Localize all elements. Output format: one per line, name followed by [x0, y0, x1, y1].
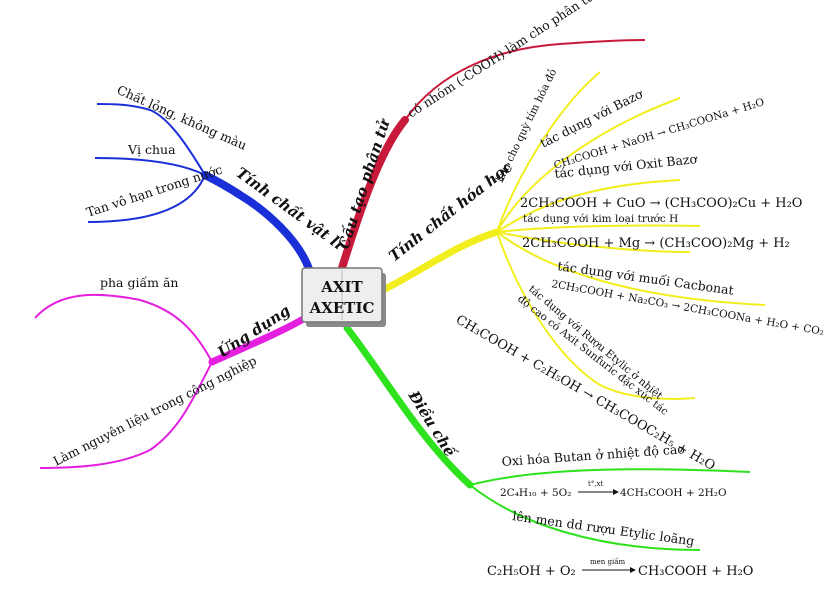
- branch-ung-dung: Ứng dụng pha giấm ăn Làm nguyên liệu tro…: [34, 275, 309, 469]
- branch-cau-tao-label: Cấu tạo phân tử: [335, 116, 394, 252]
- dieu-che-eq2-arrowhead: [630, 567, 636, 573]
- dieu-che-item-2: lên men dd rượu Etylic loãng: [512, 508, 696, 548]
- hoa-hoc-twig-4: [496, 224, 701, 233]
- dieu-che-item-1: Oxi hóa Butan ở nhiệt độ cao: [501, 441, 685, 469]
- dieu-che-twig-1: [469, 468, 751, 486]
- branch-ung-dung-main: [208, 314, 309, 366]
- branch-vat-li-twig-2: [94, 157, 206, 176]
- branch-ung-dung-twig-2: [39, 361, 213, 469]
- branch-tinh-chat-vat-li: Tính chất vật lí Chất lỏng, không màu Vị…: [84, 82, 348, 276]
- vat-li-item-3: Tan vô hạn trong nước: [84, 162, 224, 220]
- branch-tinh-chat-hoa-hoc: Tính chất hóa học làm cho quỳ tím hóa đỏ…: [379, 67, 825, 474]
- ung-dung-item-1: pha giấm ăn: [100, 275, 178, 290]
- dieu-che-eq1-arrowhead: [613, 489, 619, 495]
- dieu-che-eq1-right: 4CH₃COOH + 2H₂O: [620, 487, 727, 499]
- branch-cau-tao-main: [338, 116, 409, 272]
- branch-cau-tao-twig: [404, 39, 646, 121]
- hoa-hoc-item-6: tác dụng với kim loại trước H: [523, 213, 678, 225]
- center-node[interactable]: AXIT AXETIC: [301, 267, 386, 327]
- hoa-hoc-twig-6: [496, 231, 766, 306]
- dieu-che-twig-2: [469, 484, 701, 551]
- center-title-line2: AXETIC: [309, 299, 375, 317]
- ung-dung-item-2: Làm nguyên liệu trong công nghiệp: [51, 353, 259, 469]
- dieu-che-eq2-condition: men giấm: [590, 557, 626, 566]
- branch-vat-li-twig-3: [87, 174, 206, 223]
- branch-dieu-che-main: [343, 324, 474, 489]
- dieu-che-eq1-left: 2C₄H₁₀ + 5O₂: [500, 487, 571, 499]
- hoa-hoc-twig-5: [496, 231, 691, 253]
- hoa-hoc-twig-1: [496, 71, 601, 233]
- vat-li-item-2: Vị chua: [127, 142, 176, 157]
- dieu-che-eq2-right: CH₃COOH + H₂O: [638, 564, 753, 579]
- hoa-hoc-item-7: 2CH₃COOH + Mg → (CH₃COO)₂Mg + H₂: [522, 236, 790, 251]
- center-title-line1: AXIT: [320, 278, 363, 296]
- branch-vat-li-main: [201, 171, 314, 276]
- branch-vat-li-twig-1: [96, 103, 206, 176]
- hoa-hoc-twig-2: [496, 97, 681, 233]
- hoa-hoc-twig-7: [496, 231, 696, 400]
- dieu-che-eq1-condition: t°,xt: [588, 480, 603, 488]
- branch-hoa-hoc-main: [379, 228, 501, 294]
- branch-ung-dung-twig-1: [34, 293, 213, 363]
- hoa-hoc-item-5: 2CH₃COOH + CuO → (CH₃COO)₂Cu + H₂O: [520, 196, 802, 211]
- dieu-che-eq2-left: C₂H₅OH + O₂: [487, 564, 576, 579]
- hoa-hoc-twig-3: [496, 179, 681, 233]
